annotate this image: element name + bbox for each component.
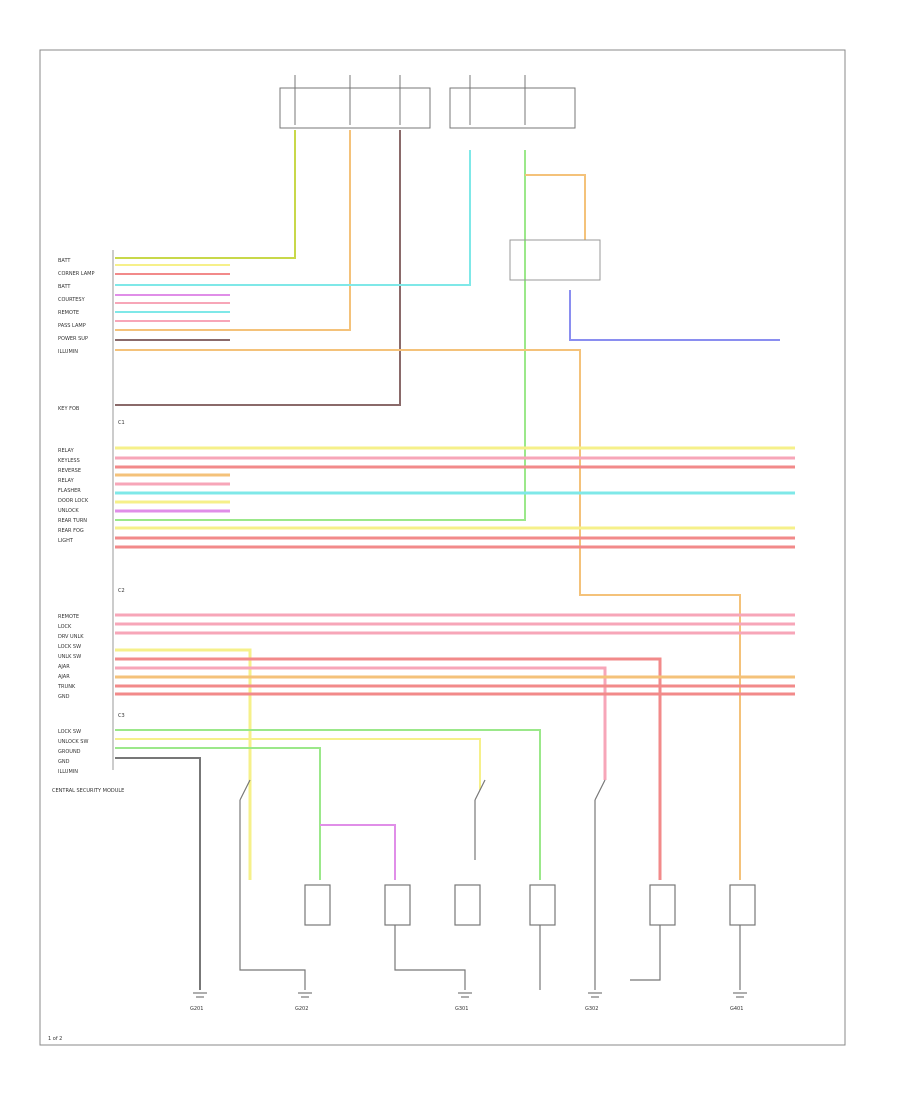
pin-label: ILLUMIN xyxy=(58,349,78,355)
ground-label: G201 xyxy=(190,1006,203,1012)
pin-label: CORNER LAMP xyxy=(58,271,95,277)
diagram-frame xyxy=(39,49,846,1046)
pin-labels-left: BATT CORNER LAMP BATT COURTESY REMOTE PA… xyxy=(57,258,95,775)
ground-label: G301 xyxy=(455,1006,468,1012)
ground-labels: G201 G202 G301 G302 G401 xyxy=(190,1006,743,1012)
connector-label: C3 xyxy=(118,713,125,719)
pin-label: REVERSE xyxy=(58,468,81,474)
pin-label: PASS LAMP xyxy=(58,323,86,329)
pin-label: COURTESY xyxy=(58,297,86,303)
pin-label: UNLOCK xyxy=(58,508,79,514)
pin-label: REAR FOG xyxy=(58,528,84,534)
wire-bank-2 xyxy=(115,446,795,549)
ground-label: G202 xyxy=(295,1006,308,1012)
connector-label: C2 xyxy=(118,588,125,594)
pin-label: AJAR xyxy=(58,664,70,670)
ground-label: G401 xyxy=(730,1006,743,1012)
pin-label: RELAY xyxy=(58,478,75,484)
pin-label: GROUND xyxy=(58,749,81,755)
pin-label: BATT xyxy=(58,258,71,264)
pin-label: KEY FOB xyxy=(58,406,80,412)
connector-labels: C1 C2 C3 xyxy=(118,420,125,719)
pin-label: DOOR LOCK xyxy=(58,498,89,504)
pin-label: LIGHT xyxy=(58,538,74,544)
ground-returns xyxy=(239,860,741,990)
pin-label: AJAR xyxy=(58,674,70,680)
pin-label: BATT xyxy=(58,284,71,290)
pin-label: GND xyxy=(58,759,70,765)
top-fuse-group xyxy=(279,75,576,129)
pin-label: TRUNK xyxy=(57,684,76,690)
vertical-feeds xyxy=(115,130,780,880)
wire-bank-4 xyxy=(115,729,541,990)
pin-label: UNLK SW xyxy=(58,654,81,660)
ground-label: G302 xyxy=(585,1006,598,1012)
pin-label: UNLOCK SW xyxy=(58,739,88,745)
ground-symbols xyxy=(193,992,747,998)
pin-label: FLASHER xyxy=(58,488,81,494)
pin-label: REMOTE xyxy=(58,310,79,316)
pin-label: LOCK SW xyxy=(58,644,81,650)
pin-label: REMOTE xyxy=(58,614,79,620)
pin-label: DRV UNLK xyxy=(58,634,84,640)
switch-symbols xyxy=(239,779,756,926)
pin-label: LOCK SW xyxy=(58,729,81,735)
pin-label: ILLUMIN xyxy=(58,769,78,775)
pin-label: POWER SUP xyxy=(58,336,88,342)
pin-label: LOCK xyxy=(58,624,72,630)
pin-label: RELAY xyxy=(58,448,75,454)
pin-label: GND xyxy=(58,694,70,700)
module-name: CENTRAL SECURITY MODULE xyxy=(52,788,124,794)
relay-box xyxy=(509,239,601,281)
pin-label: KEYLESS xyxy=(58,458,80,464)
connector-label: C1 xyxy=(118,420,125,426)
wire-bank-1 xyxy=(115,264,230,341)
figure-label: 1 of 2 xyxy=(48,1036,62,1042)
pin-label: REAR TURN xyxy=(58,518,87,524)
wire-bank-3 xyxy=(115,613,795,880)
